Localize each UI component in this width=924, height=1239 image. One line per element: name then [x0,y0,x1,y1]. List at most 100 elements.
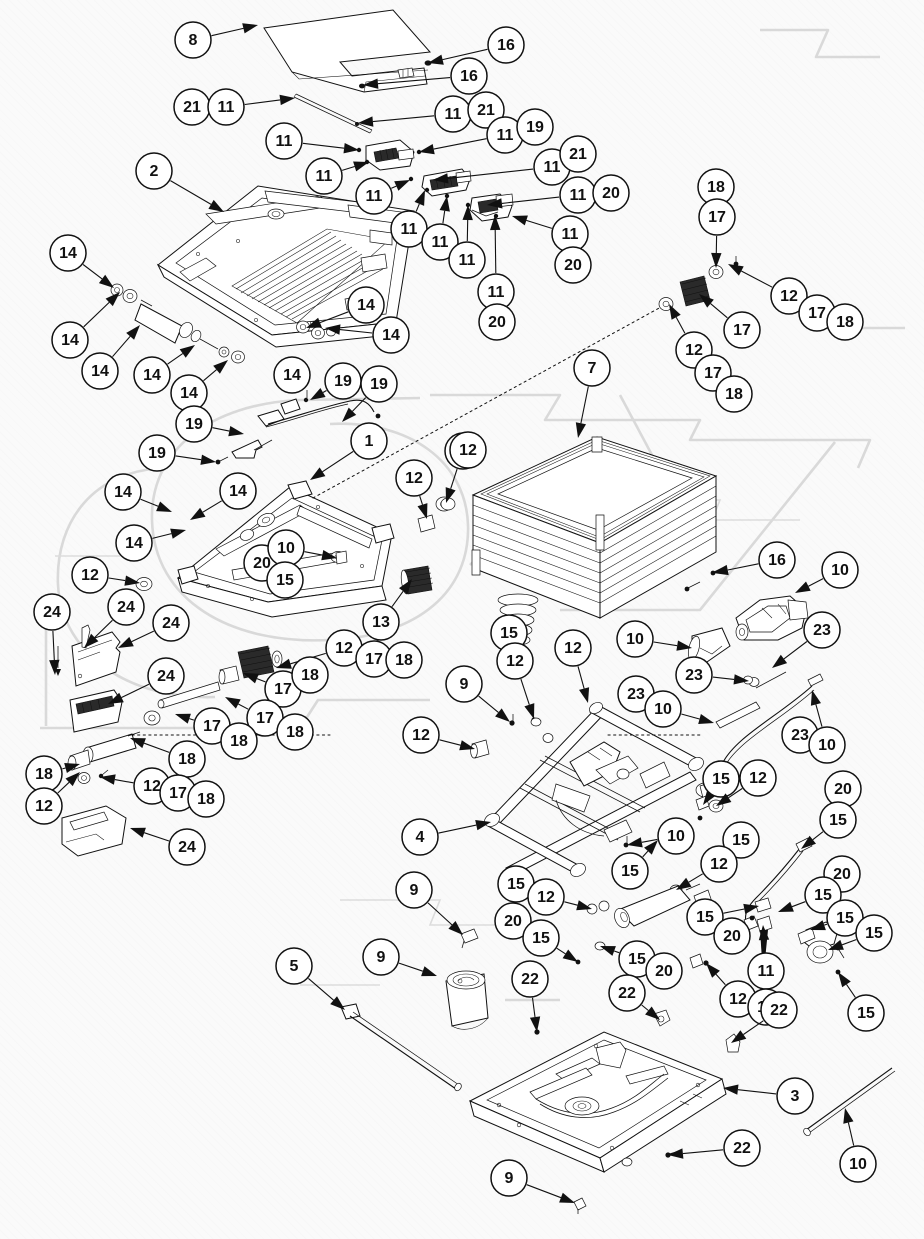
bubble-circle[interactable] [616,620,654,658]
bubble-circle[interactable] [350,422,388,460]
bubble-circle[interactable] [402,716,440,754]
bubble-circle[interactable] [467,91,505,129]
bubble-circle[interactable] [511,960,549,998]
bubble-circle[interactable] [592,174,630,212]
part-number-bubble[interactable]: 14 [81,352,119,390]
bubble-circle[interactable] [496,642,534,680]
bubble-circle[interactable] [81,352,119,390]
callout-20[interactable]: 20 [554,246,592,284]
part-number-bubble[interactable]: 19 [516,108,554,146]
part-number-bubble[interactable]: 12 [770,277,808,315]
bubble-circle[interactable] [138,434,176,472]
callout-18[interactable]: 18 [385,641,423,679]
bubble-circle[interactable] [266,561,304,599]
bubble-circle[interactable] [573,349,611,387]
bubble-circle[interactable] [276,713,314,751]
callout-22[interactable]: 22 [511,960,549,1032]
part-number-bubble[interactable]: 24 [107,588,145,626]
part-number-bubble[interactable]: 15 [497,865,535,903]
bubble-circle[interactable] [49,234,87,272]
part-number-bubble[interactable]: 2 [135,152,173,190]
callout-11[interactable]: 11 [358,95,472,133]
callout-14[interactable]: 14 [51,292,120,359]
callout-15[interactable]: 15 [497,865,535,903]
callout-7[interactable]: 7 [573,349,611,438]
callout-12[interactable]: 12 [395,459,433,519]
callout-10[interactable]: 10 [808,690,846,764]
part-number-bubble[interactable]: 14 [104,473,142,511]
bubble-circle[interactable] [421,223,459,261]
part-number-bubble[interactable]: 17 [355,640,393,678]
callout-19[interactable]: 19 [342,365,398,422]
part-number-bubble[interactable]: 22 [760,991,798,1029]
callout-18[interactable]: 18 [187,780,225,818]
part-number-bubble[interactable]: 12 [402,716,440,754]
callout-15[interactable]: 15 [522,919,578,962]
callout-11[interactable]: 11 [390,190,428,248]
callout-9[interactable]: 9 [362,938,437,977]
bubble-circle[interactable] [722,821,760,859]
part-number-bubble[interactable]: 19 [360,365,398,403]
bubble-circle[interactable] [758,541,796,579]
bubble-circle[interactable] [25,787,63,825]
bubble-circle[interactable] [51,321,89,359]
part-number-bubble[interactable]: 20 [713,917,751,955]
bubble-circle[interactable] [347,286,385,324]
bubble-circle[interactable] [847,994,885,1032]
part-number-bubble[interactable]: 11 [551,215,589,253]
bubble-circle[interactable] [487,26,525,64]
bubble-circle[interactable] [207,88,245,126]
callout-15[interactable]: 15 [266,561,304,599]
part-number-bubble[interactable]: 18 [276,713,314,751]
bubble-circle[interactable] [713,917,751,955]
part-number-bubble[interactable]: 10 [808,726,846,764]
part-number-bubble[interactable]: 14 [51,321,89,359]
callout-15[interactable]: 15 [838,972,885,1032]
part-number-bubble[interactable]: 12 [700,845,738,883]
bubble-circle[interactable] [360,365,398,403]
callout-15[interactable]: 15 [801,801,857,849]
part-number-bubble[interactable]: 14 [273,356,311,394]
callout-15[interactable]: 15 [686,898,759,936]
part-number-bubble[interactable]: 10 [839,1145,877,1183]
callout-20[interactable]: 20 [478,303,516,341]
part-number-bubble[interactable]: 11 [421,223,459,261]
bubble-circle[interactable] [395,871,433,909]
bubble-circle[interactable] [645,952,683,990]
part-number-bubble[interactable]: 15 [855,914,893,952]
part-number-bubble[interactable]: 15 [826,899,864,937]
part-number-bubble[interactable]: 21 [173,88,211,126]
part-number-bubble[interactable]: 14 [347,286,385,324]
part-number-bubble[interactable]: 20 [494,902,532,940]
bubble-circle[interactable] [445,665,483,703]
part-number-bubble[interactable]: 18 [168,740,206,778]
bubble-circle[interactable] [702,760,740,798]
callout-12[interactable]: 12 [449,431,487,469]
part-number-bubble[interactable]: 12 [554,629,592,667]
callout-12[interactable]: 12 [676,845,738,890]
bubble-circle[interactable] [739,759,777,797]
part-number-bubble[interactable]: 15 [490,614,528,652]
part-number-bubble[interactable]: 9 [395,871,433,909]
part-number-bubble[interactable]: 10 [616,620,654,658]
part-number-bubble[interactable]: 14 [170,374,208,412]
callout-11[interactable]: 11 [433,148,571,186]
callout-10[interactable]: 10 [267,529,337,567]
part-number-bubble[interactable]: 10 [644,690,682,728]
callout-15[interactable]: 15 [611,840,658,890]
part-number-bubble[interactable]: 12 [71,556,109,594]
bubble-circle[interactable] [698,198,736,236]
part-number-bubble[interactable]: 15 [804,876,842,914]
bubble-circle[interactable] [803,611,841,649]
part-number-bubble[interactable]: 17 [798,294,836,332]
callout-15[interactable]: 15 [828,914,893,952]
callout-11[interactable]: 11 [207,88,295,126]
callout-11[interactable]: 11 [448,205,486,279]
part-number-bubble[interactable]: 22 [608,974,646,1012]
callout-18[interactable]: 18 [25,755,80,793]
callout-16[interactable]: 16 [713,541,796,579]
callout-21[interactable]: 21 [559,135,597,173]
part-number-bubble[interactable]: 21 [559,135,597,173]
callout-9[interactable]: 9 [490,1159,575,1203]
